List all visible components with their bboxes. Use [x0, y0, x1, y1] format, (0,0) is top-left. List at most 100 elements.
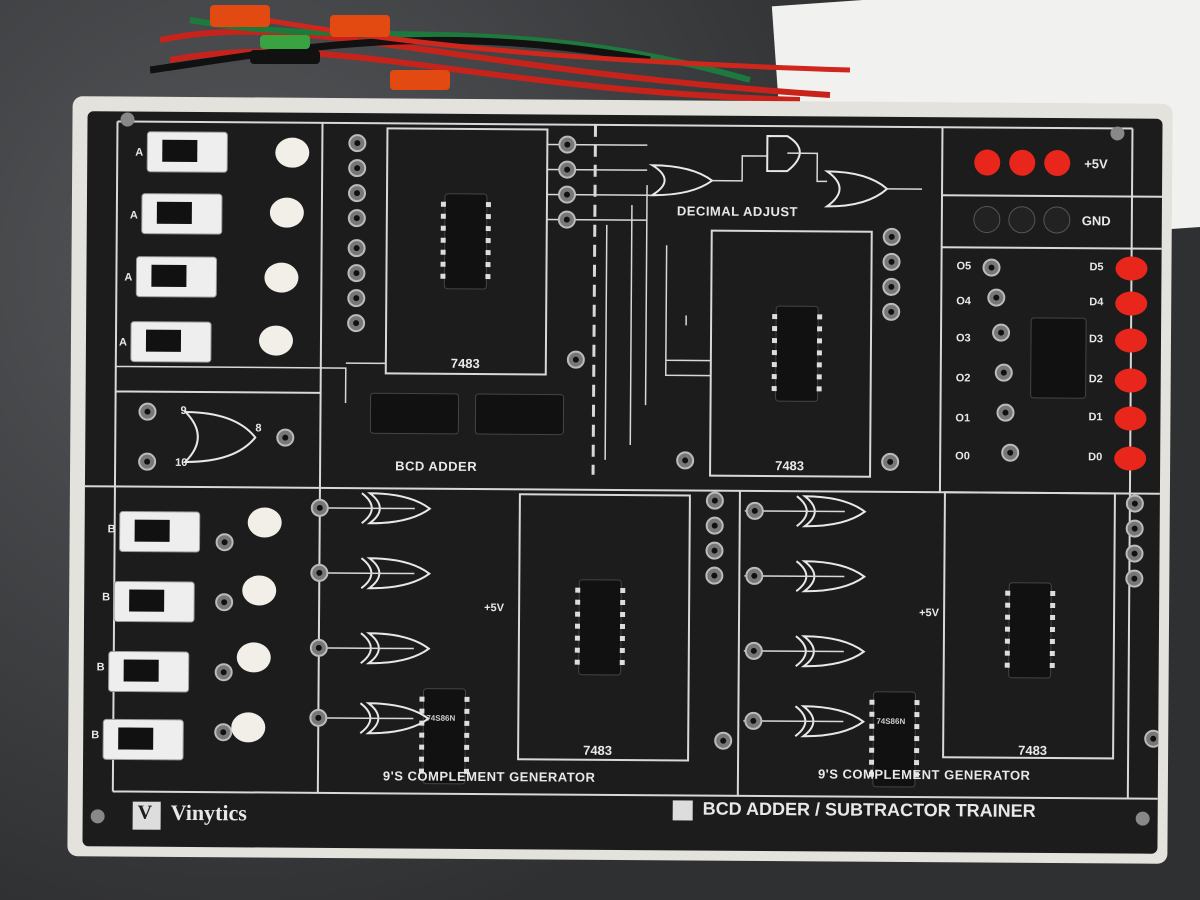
terminal-hole — [353, 245, 360, 252]
ic-pin — [869, 759, 875, 765]
ic-pin — [620, 599, 626, 606]
ic-pin — [464, 720, 470, 726]
ic-pin — [419, 744, 425, 750]
terminal-hole — [354, 190, 361, 197]
ic-pin — [619, 659, 625, 666]
terminal-hole — [353, 295, 360, 302]
plus5v-jack-1 — [974, 149, 1001, 176]
ic-pin — [816, 374, 822, 380]
ic-pin — [464, 696, 470, 702]
terminal-hole — [751, 572, 758, 579]
ic-pin — [440, 273, 446, 279]
ic-pin — [913, 772, 919, 778]
gnd-jack-3 — [1043, 206, 1071, 234]
terminal-hole — [720, 737, 727, 744]
terminal-hole — [572, 356, 579, 363]
ic-pin — [463, 768, 469, 774]
terminal-hole — [887, 458, 894, 465]
gate-pin-8: 8 — [255, 422, 262, 435]
terminal-hole — [711, 547, 718, 554]
terminal-hole — [315, 644, 322, 651]
chip-label-comp-left: 7483 — [583, 742, 613, 758]
ic-socket — [1030, 317, 1087, 399]
red-led — [1114, 446, 1147, 471]
plus5v-label: +5V — [1084, 156, 1108, 172]
terminal-hole — [1131, 575, 1138, 582]
terminal-hole — [751, 507, 758, 514]
led-label-d4: D4 — [1089, 296, 1104, 309]
ic-pin — [869, 699, 875, 705]
ic-pin — [1050, 614, 1056, 621]
ic-pin — [440, 201, 446, 207]
terminal-hole — [993, 294, 1000, 301]
terminal-hole — [221, 599, 228, 606]
logo-letter: V — [137, 801, 153, 824]
ic-pin — [1005, 614, 1011, 620]
ic-pin — [574, 659, 580, 665]
trainer-panel: BCD ADDER DECIMAL ADJUST 9'S COMPLEMENT … — [82, 111, 1163, 854]
terminal-hole — [564, 191, 571, 198]
terminal-hole — [563, 216, 570, 223]
terminal-hole — [564, 141, 571, 148]
ic-pin — [869, 723, 875, 729]
terminal-hole — [1000, 369, 1007, 376]
ic-pin — [771, 338, 778, 344]
ic-pin — [1005, 590, 1011, 596]
terminal-hole — [220, 729, 227, 736]
output-label-o0: O0 — [955, 450, 970, 463]
terminal-hole — [353, 270, 360, 277]
toggle-switch-lever — [118, 727, 154, 750]
terminal-hole — [1007, 449, 1014, 456]
terminal-hole — [711, 572, 718, 579]
ic-pin — [419, 756, 425, 762]
led-label-d1: D1 — [1088, 411, 1103, 424]
ic-pin — [440, 237, 446, 243]
ic-pin — [1005, 602, 1011, 608]
ic-7483-comp-left — [578, 579, 622, 676]
trainer-title: BCD ADDER / SUBTRACTOR TRAINER — [702, 798, 1036, 821]
ic-pin — [772, 326, 778, 332]
chip-label-adder: 7483 — [450, 355, 480, 372]
ic-gate-2 — [474, 393, 565, 436]
ic-pin — [771, 350, 777, 356]
ic-pin — [771, 374, 777, 380]
ic-pin — [1004, 638, 1010, 644]
terminal-hole — [750, 647, 757, 654]
ic-pin — [914, 712, 920, 718]
ic-pin — [440, 225, 446, 231]
toggle-switch-lever — [129, 589, 165, 612]
terminal-hole — [888, 308, 895, 315]
ic-pin — [868, 771, 874, 777]
gnd-jack-1 — [973, 206, 1001, 234]
switch-label-b: B — [96, 661, 105, 674]
terminal-hole — [888, 233, 895, 240]
panel-circuit-graphics — [84, 112, 1163, 830]
output-label-o1: O1 — [955, 412, 971, 425]
red-led — [1114, 406, 1147, 431]
terminal-hole — [711, 497, 718, 504]
ic-pin — [574, 647, 580, 653]
terminal-hole — [353, 320, 360, 327]
gnd-jack-2 — [1008, 206, 1036, 234]
terminal-hole — [888, 258, 895, 265]
ic-pin — [485, 274, 491, 280]
terminal-hole — [354, 140, 361, 147]
xor-chip-marking-right: 74S86N — [876, 716, 906, 726]
terminal-hole — [988, 264, 995, 271]
ic-pin — [574, 623, 581, 629]
white-led — [275, 137, 310, 168]
ic-pin — [575, 587, 581, 593]
terminal-hole — [998, 329, 1005, 336]
ic-pin — [869, 747, 875, 753]
ic-pin — [914, 736, 920, 742]
output-label-o2: O2 — [955, 372, 971, 385]
ic-pin — [574, 635, 580, 641]
xor-chip-marking-left: 74S86N — [426, 713, 456, 723]
complement-generator-left-label: 9'S COMPLEMENT GENERATOR — [382, 768, 596, 785]
ic-pin — [1004, 650, 1010, 656]
toggle-switch-lever — [156, 201, 192, 224]
terminal-hole — [1002, 409, 1009, 416]
terminal-hole — [1131, 500, 1138, 507]
ic-gate-1 — [369, 392, 460, 435]
terminal-hole — [1131, 525, 1138, 532]
